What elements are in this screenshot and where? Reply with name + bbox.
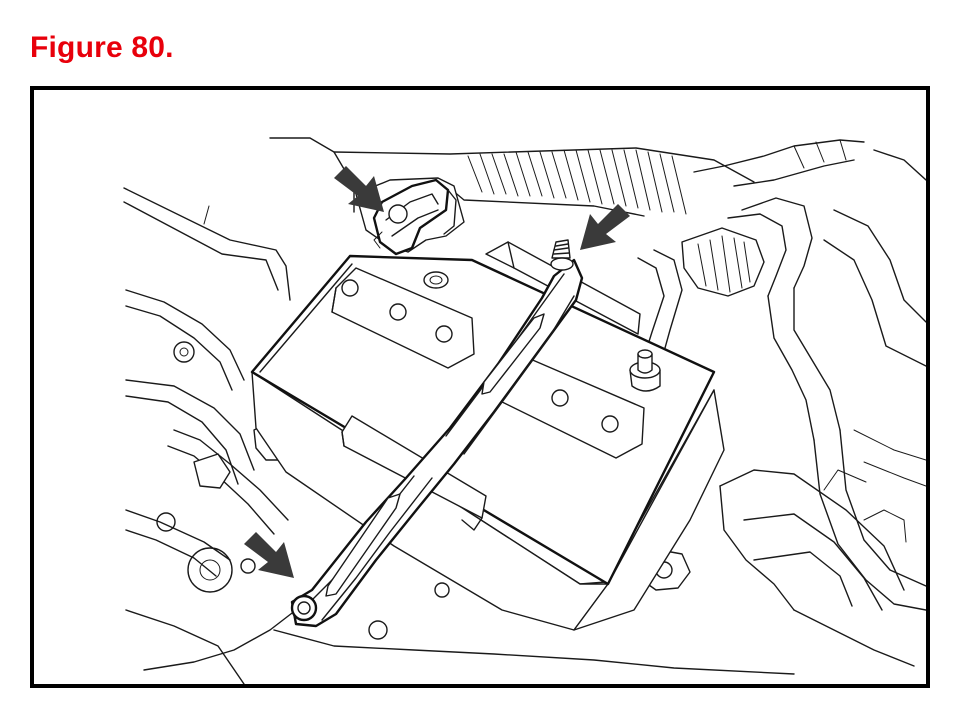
hook-bracket	[372, 178, 457, 256]
hold-down-clamp	[290, 239, 584, 628]
right-hoses	[637, 149, 926, 667]
figure-title: Figure 80.	[30, 31, 174, 64]
arrow-bottom-left	[244, 532, 294, 578]
arrow-top-left	[334, 166, 384, 212]
battery	[250, 254, 725, 631]
arrow-top-right	[580, 204, 630, 250]
figure-frame	[30, 86, 930, 688]
battery-hold-down-illustration	[123, 137, 926, 684]
